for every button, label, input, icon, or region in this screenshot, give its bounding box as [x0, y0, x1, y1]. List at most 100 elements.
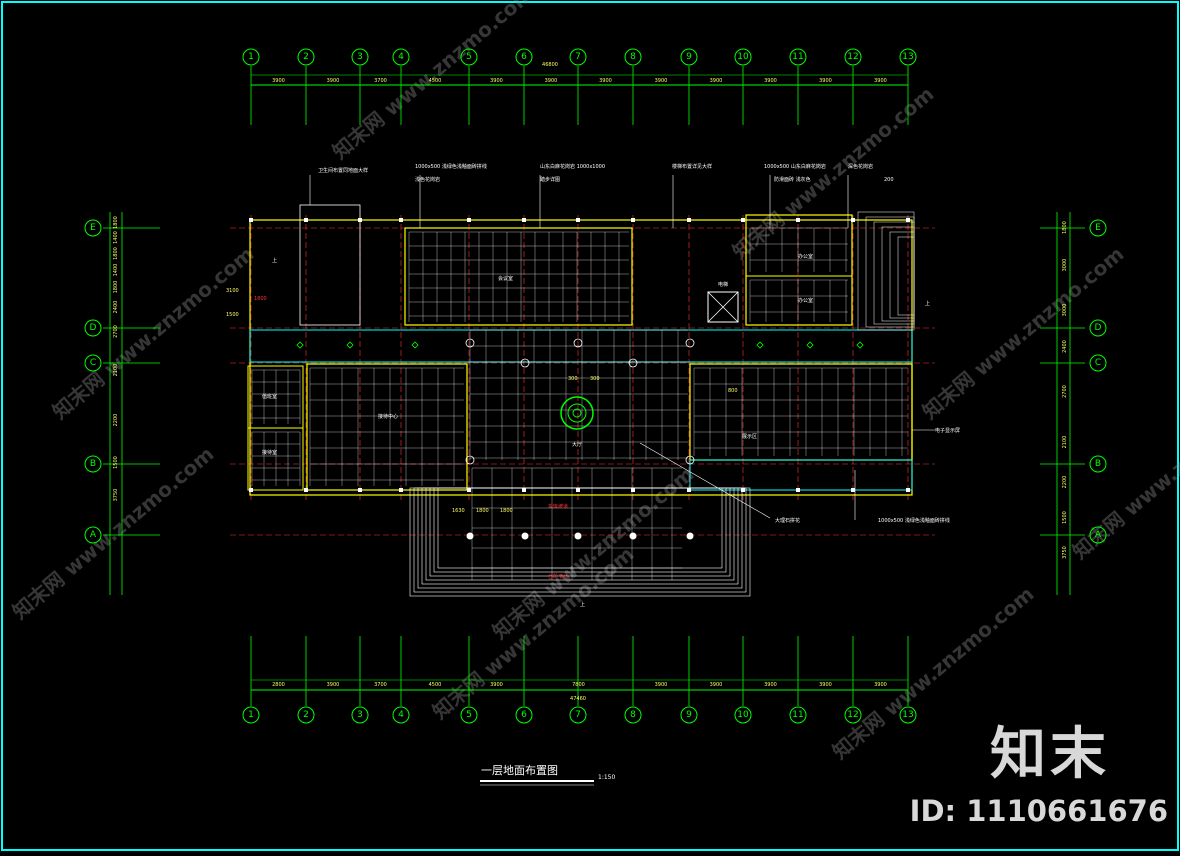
axis-label-bottom: 1	[248, 710, 254, 720]
axis-label-left: C	[90, 358, 96, 368]
bottom-dim-value: 3900	[819, 682, 832, 688]
watermark-text: 知末网 www.znzmo.com	[728, 82, 939, 264]
right-dim-value: 2200	[1062, 476, 1068, 489]
right-dim-value: 2100	[1062, 436, 1068, 449]
bottom-dim-value: 3900	[710, 682, 723, 688]
right-dim-value: 3000	[1062, 304, 1068, 317]
column-round	[573, 338, 583, 348]
dim-medallion-a: 300	[568, 376, 578, 382]
right-dim-value: 2700	[1062, 385, 1068, 398]
left-dim-value: 2100	[113, 364, 119, 377]
column-square	[358, 488, 362, 492]
left-dim-value: 1800	[113, 247, 119, 260]
top-dim-value: 3900	[327, 78, 340, 84]
watermark-text: 知末网 www.znzmo.com	[1068, 382, 1180, 564]
axis-bubble-top	[242, 48, 260, 66]
note-nonslip: 防滑面砖 浅灰色	[774, 176, 811, 183]
marble-medallion	[560, 396, 594, 430]
column-round	[685, 455, 695, 465]
left-dim-value: 2700	[113, 325, 119, 338]
axis-label-top: 12	[847, 52, 858, 62]
column-square	[249, 218, 253, 222]
dim-platform-c: 1800	[500, 508, 513, 514]
watermark-text: 知末网 www.znzmo.com	[488, 462, 699, 644]
office-rooms	[745, 214, 853, 326]
note-light-granite: 浅色花岗岩	[415, 176, 440, 183]
marker-up-bottom: 上	[580, 601, 585, 608]
diamond-inlay	[856, 341, 864, 349]
axis-label-bottom: 12	[847, 710, 858, 720]
leader-line	[639, 442, 771, 519]
axis-bubble-left	[84, 319, 102, 337]
axis-bubble-top	[789, 48, 807, 66]
top-dim-value: 3900	[710, 78, 723, 84]
axis-bubble-bottom	[624, 706, 642, 724]
axis-bubble-right	[1089, 526, 1107, 544]
axis-bubble-top	[734, 48, 752, 66]
top-dim-value: 4500	[429, 78, 442, 84]
bottom-dim-value: 2800	[272, 682, 285, 688]
axis-label-top: 9	[686, 52, 692, 62]
brand-id-text: ID: 1110661676	[909, 794, 1168, 828]
room-reception-center: 接待中心	[378, 413, 398, 420]
axis-label-top: 7	[575, 52, 581, 62]
axis-bubble-right	[1089, 319, 1107, 337]
light-fixture	[686, 532, 694, 540]
top-dim-value: 3900	[599, 78, 612, 84]
building-outline	[249, 219, 913, 496]
axis-label-bottom: 6	[521, 710, 527, 720]
bottom-dim-value: 3900	[874, 682, 887, 688]
axis-bubble-left	[84, 526, 102, 544]
top-dim-value: 3900	[655, 78, 668, 84]
elevator	[707, 291, 739, 323]
top-dim-value: 3900	[764, 78, 777, 84]
top-total-dim: 46800	[542, 62, 558, 68]
axis-label-bottom: 8	[630, 710, 636, 720]
column-round	[520, 358, 530, 368]
axis-label-left: E	[90, 223, 96, 233]
column-square	[304, 218, 308, 222]
left-dim-value: 1400	[113, 264, 119, 277]
dim-exhibit: 800	[728, 388, 738, 394]
axis-label-left: A	[90, 530, 97, 540]
light-fixture	[629, 532, 637, 540]
column-square	[906, 218, 910, 222]
axis-label-top: 8	[630, 52, 636, 62]
side-step	[857, 211, 915, 331]
drawing-scale: 1:150	[598, 774, 615, 781]
axis-bubble-bottom	[569, 706, 587, 724]
bottom-dim-value: 3900	[764, 682, 777, 688]
axis-bubble-right	[1089, 354, 1107, 372]
column-square	[796, 488, 800, 492]
note-200: 200	[884, 177, 894, 183]
axis-bubble-left	[84, 455, 102, 473]
room-office: 办公室	[798, 253, 813, 260]
column-square	[467, 488, 471, 492]
side-step	[897, 236, 915, 316]
column-round	[465, 455, 475, 465]
annotation-layer: 卫生间布置同地面大样 1000x500 浅绿色浅釉面砖拼线 山东白麻花岗岩 10…	[226, 62, 960, 702]
column-square	[522, 218, 526, 222]
marker-up-right: 上	[925, 300, 930, 307]
top-dim-value: 3900	[819, 78, 832, 84]
room-duty: 值班室	[262, 393, 277, 400]
diamond-inlay	[346, 341, 354, 349]
column-square	[906, 488, 910, 492]
marker-ramp: 车库坡道	[548, 503, 568, 510]
dim-stair-b: 1500	[226, 312, 239, 318]
axis-label-bottom: 13	[902, 710, 913, 720]
room-exhibition: 展示区	[742, 434, 757, 440]
axis-bubble-bottom	[392, 706, 410, 724]
axis-label-right: E	[1095, 223, 1101, 233]
column-square	[399, 488, 403, 492]
column-square	[687, 218, 691, 222]
top-dim-value: 3700	[374, 78, 387, 84]
bottom-dim-value: 7800	[572, 682, 585, 688]
meeting-room	[404, 227, 633, 326]
note-tile-line-top: 1000x500 浅绿色浅釉面砖拼线	[415, 163, 487, 170]
drawing-title: 一层地面布置图	[481, 764, 558, 777]
axis-label-bottom: 10	[737, 710, 749, 720]
